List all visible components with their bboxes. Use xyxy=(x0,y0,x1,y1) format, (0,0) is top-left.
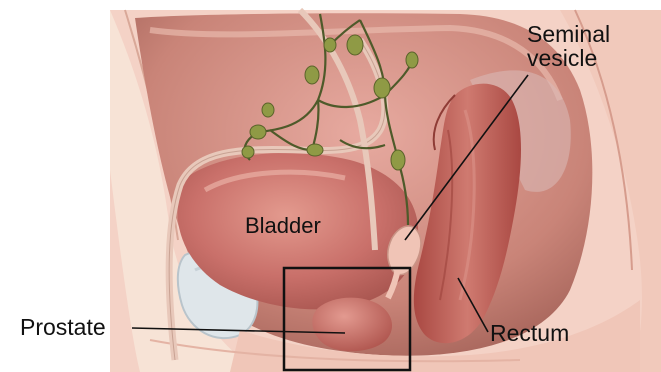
seminal-vesicle-label-line2: vesicle xyxy=(527,46,610,70)
prostate-label: Prostate xyxy=(20,315,106,339)
seminal-vesicle-label: Seminal vesicle xyxy=(527,22,610,70)
bladder-label: Bladder xyxy=(245,214,321,238)
rectum-label: Rectum xyxy=(490,321,569,345)
seminal-vesicle-label-line1: Seminal xyxy=(527,22,610,46)
prostate xyxy=(312,298,392,352)
